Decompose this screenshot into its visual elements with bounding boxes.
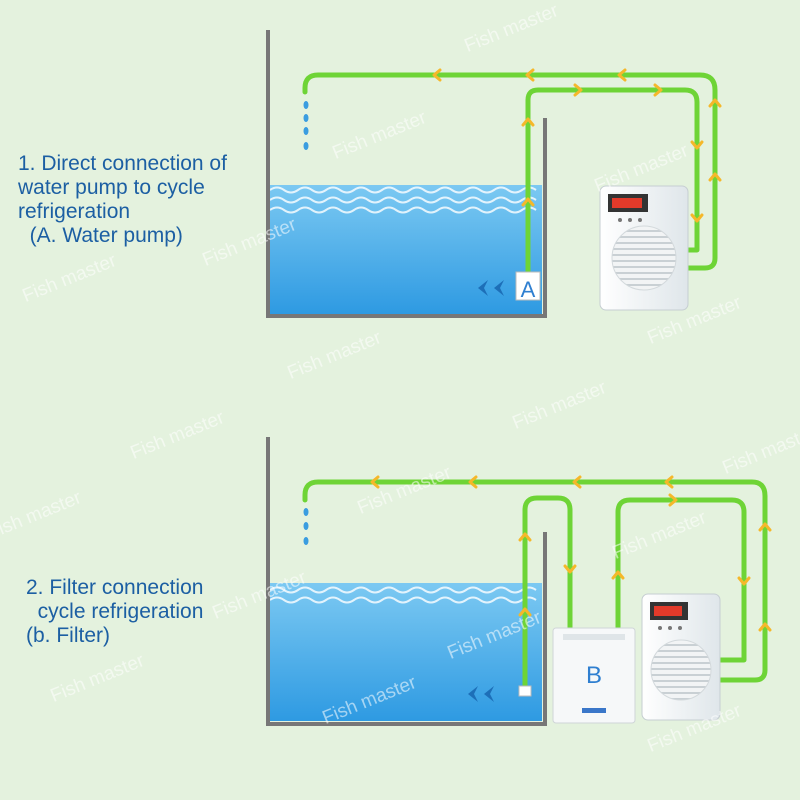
chiller-2 bbox=[641, 593, 721, 721]
section-2-caption: 2. Filter connection cycle refrigeration… bbox=[26, 576, 203, 648]
pump-a-label: A bbox=[521, 277, 536, 302]
caption-line: cycle refrigeration bbox=[26, 600, 204, 623]
tank-1-flow-icon bbox=[478, 280, 504, 296]
tank-1-water bbox=[268, 185, 542, 314]
caption-line: (b. Filter) bbox=[26, 624, 110, 647]
caption-line: refrigeration bbox=[18, 200, 131, 223]
caption-line: (A. Water pump) bbox=[18, 224, 183, 247]
chiller-1 bbox=[599, 185, 689, 311]
section-1-pipes bbox=[302, 72, 718, 275]
tank-2-walls bbox=[266, 437, 547, 726]
water-drops-1 bbox=[303, 101, 309, 150]
tank-1-waves bbox=[269, 186, 537, 214]
tank-2-flow-icon bbox=[468, 686, 494, 702]
pump-2-body bbox=[518, 685, 532, 697]
filter-b bbox=[552, 627, 636, 724]
section-1-flow-arrows bbox=[432, 68, 722, 223]
section-2-diagram: B bbox=[266, 437, 772, 726]
section-2-pipes bbox=[302, 479, 768, 691]
filter-b-label: B bbox=[586, 662, 602, 689]
tank-1-walls bbox=[266, 30, 547, 318]
caption-line: 1. Direct connection of bbox=[18, 152, 227, 175]
caption-line: water pump to cycle bbox=[18, 176, 205, 199]
tank-2-waves bbox=[269, 586, 537, 604]
caption-line: 2. Filter connection bbox=[26, 576, 204, 599]
pump-a-body bbox=[515, 271, 541, 301]
section-2-flow-arrows bbox=[370, 475, 772, 632]
section-1-caption: 1. Direct connection of water pump to cy… bbox=[18, 152, 227, 248]
section-1-diagram: A bbox=[266, 30, 722, 318]
tank-2-water bbox=[268, 583, 542, 721]
water-drops-2 bbox=[303, 508, 309, 545]
